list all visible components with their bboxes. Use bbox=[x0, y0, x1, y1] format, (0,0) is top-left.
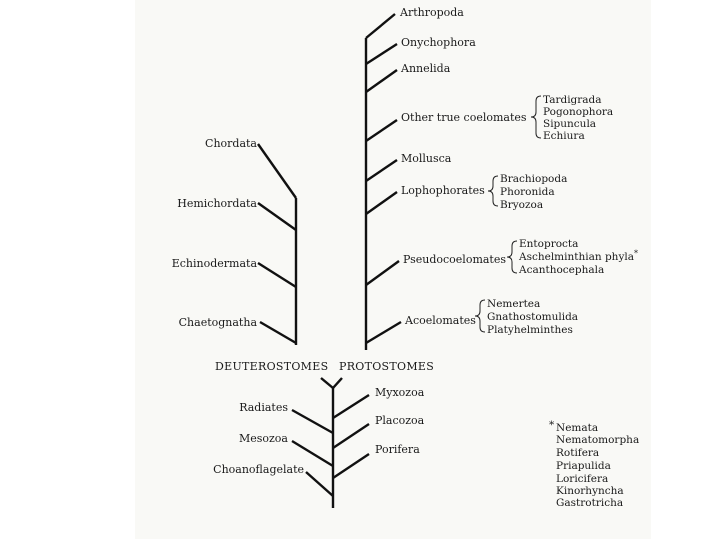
label-entoprocta: Entoprocta bbox=[519, 238, 578, 250]
branch-radiates bbox=[291, 408, 334, 435]
lower-right-labels: Myxozoa Placozoa Porifera bbox=[375, 386, 425, 456]
acoelomates-list: Nemertea Gnathostomulida Platyhelminthes bbox=[487, 298, 578, 336]
group-labels: DEUTEROSTOMES PROTOSTOMES bbox=[215, 360, 434, 373]
label-platyhelminthes: Platyhelminthes bbox=[487, 324, 573, 336]
label-lophophorates: Lophophorates bbox=[401, 184, 485, 197]
label-gnathostomulida: Gnathostomulida bbox=[487, 311, 578, 323]
branch-onychophora bbox=[365, 42, 398, 66]
label-chaetognatha: Chaetognatha bbox=[179, 316, 258, 329]
brace-acoelomates bbox=[474, 299, 486, 333]
aschelminthian-footnote-list: * Nemata Nematomorpha Rotifera Priapulid… bbox=[549, 419, 639, 509]
label-hemichordata: Hemichordata bbox=[177, 197, 257, 210]
brace-pseudocoelomates bbox=[506, 240, 518, 274]
label-myxozoa: Myxozoa bbox=[375, 386, 425, 399]
label-annelida: Annelida bbox=[400, 62, 451, 75]
label-echiura: Echiura bbox=[543, 130, 585, 142]
label-chordata: Chordata bbox=[205, 137, 257, 150]
deuterostome-fork bbox=[320, 377, 334, 389]
footnote-mark: * bbox=[549, 419, 555, 431]
aschelminthian-text: Aschelminthian phyla bbox=[518, 251, 634, 263]
label-placozoa: Placozoa bbox=[375, 414, 425, 427]
branch-porifera bbox=[332, 453, 370, 479]
footnote-kinorhyncha: Kinorhyncha bbox=[556, 485, 624, 497]
branch-chordata bbox=[257, 143, 297, 199]
branch-echinodermata bbox=[257, 261, 297, 289]
label-bryozoa: Bryozoa bbox=[500, 199, 543, 211]
label-onychophora: Onychophora bbox=[401, 36, 476, 49]
protostome-labels: Arthropoda Onychophora Annelida Other tr… bbox=[399, 6, 527, 327]
label-other-true-coelomates: Other true coelomates bbox=[401, 111, 527, 124]
label-pseudocoelomates: Pseudocoelomates bbox=[403, 253, 506, 266]
deuterostome-labels: Chordata Hemichordata Echinodermata Chae… bbox=[172, 137, 258, 329]
footnote-loricifera: Loricifera bbox=[556, 473, 608, 485]
aschelminthian-footnote-mark: * bbox=[634, 249, 638, 258]
label-tardigrada: Tardigrada bbox=[543, 94, 602, 106]
branch-choanoflagelate bbox=[305, 471, 334, 497]
label-arthropoda: Arthropoda bbox=[399, 6, 464, 19]
branch-other-coelomates bbox=[365, 119, 398, 142]
lower-left-labels: Radiates Mesozoa Choanoflagelate bbox=[213, 401, 304, 476]
label-deuterostomes: DEUTEROSTOMES bbox=[215, 360, 328, 373]
branch-pseudocoelomates bbox=[365, 260, 400, 286]
label-pogonophora: Pogonophora bbox=[543, 106, 613, 118]
branch-mesozoa bbox=[291, 439, 334, 468]
branch-annelida bbox=[365, 69, 398, 93]
label-radiates: Radiates bbox=[239, 401, 288, 414]
label-sipuncula: Sipuncula bbox=[543, 118, 596, 130]
branch-arthropoda bbox=[365, 13, 396, 39]
branch-placozoa bbox=[332, 423, 370, 449]
label-brachiopoda: Brachiopoda bbox=[500, 173, 567, 185]
branch-hemichordata bbox=[257, 202, 297, 231]
label-phoronida: Phoronida bbox=[500, 186, 555, 198]
label-aschelminthian-phyla: Aschelminthian phyla* bbox=[518, 249, 638, 263]
label-acanthocephala: Acanthocephala bbox=[518, 264, 604, 276]
brace-lophophorates bbox=[487, 175, 499, 207]
lophophorates-list: Brachiopoda Phoronida Bryozoa bbox=[500, 173, 567, 211]
branch-lophophorates bbox=[365, 191, 398, 215]
pseudocoelomates-list: Entoprocta Aschelminthian phyla* Acantho… bbox=[518, 238, 638, 276]
label-porifera: Porifera bbox=[375, 443, 420, 456]
protostome-fork bbox=[332, 377, 343, 389]
footnote-gastrotricha: Gastrotricha bbox=[556, 497, 623, 509]
label-protostomes: PROTOSTOMES bbox=[339, 360, 434, 373]
footnote-nemata: Nemata bbox=[556, 422, 598, 434]
label-choanoflagelate: Choanoflagelate bbox=[213, 463, 304, 476]
label-echinodermata: Echinodermata bbox=[172, 257, 258, 270]
footnote-priapulida: Priapulida bbox=[556, 460, 611, 472]
branch-mollusca bbox=[365, 159, 398, 182]
footnote-nematomorpha: Nematomorpha bbox=[556, 434, 639, 446]
tree-branches bbox=[257, 13, 402, 508]
branch-chaetognatha bbox=[259, 320, 297, 345]
label-nemertea: Nemertea bbox=[487, 298, 540, 310]
scanned-figure-background bbox=[135, 0, 651, 539]
group-braces bbox=[474, 95, 542, 333]
footnote-rotifera: Rotifera bbox=[556, 447, 599, 459]
label-mesozoa: Mesozoa bbox=[239, 432, 288, 445]
other-coelomates-list: Tardigrada Pogonophora Sipuncula Echiura bbox=[543, 94, 613, 142]
branch-acoelomates bbox=[365, 320, 402, 345]
brace-other-coelomates bbox=[530, 95, 542, 139]
label-mollusca: Mollusca bbox=[401, 152, 452, 165]
branch-myxozoa bbox=[332, 393, 370, 420]
label-acoelomates: Acoelomates bbox=[404, 314, 476, 327]
